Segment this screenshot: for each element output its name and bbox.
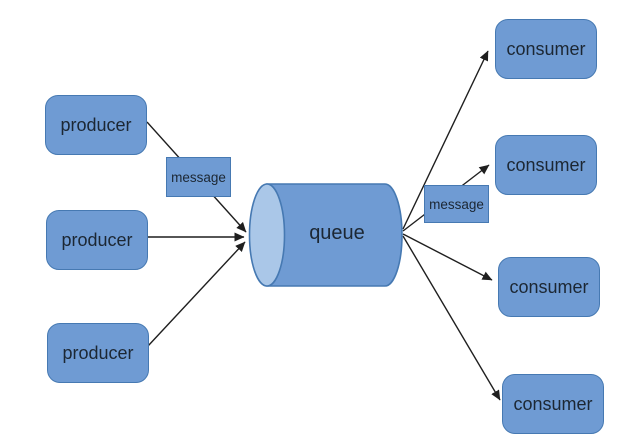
queue-cylinder-body [266,183,403,287]
arrow-queue-to-consumer-3 [402,233,493,281]
queue-cylinder [248,183,403,287]
producer-node-1: producer [45,95,147,155]
producer-node-3: producer [47,323,149,383]
consumer-label: consumer [513,393,593,414]
queue-label: queue [309,222,365,244]
producer-node-2: producer [46,210,148,270]
consumer-node-3: consumer [498,257,600,317]
producer-label: producer [60,114,132,135]
producer-label: producer [61,229,133,250]
arrow-producer-3-to-queue [147,241,246,347]
consumer-node-1: consumer [495,19,597,79]
message-label: message [429,196,484,212]
message-label: message [171,169,226,185]
consumer-label: consumer [509,276,589,297]
queue-cylinder-face [248,183,286,287]
arrow-queue-to-consumer-4 [402,235,501,401]
consumer-node-2: consumer [495,135,597,195]
message-node-left: message [166,157,231,197]
consumer-node-4: consumer [502,374,604,434]
producer-label: producer [62,342,134,363]
message-node-right: message [424,185,489,223]
arrow-queue-to-consumer-1 [402,50,489,230]
consumer-label: consumer [506,38,586,59]
consumer-label: consumer [506,154,586,175]
